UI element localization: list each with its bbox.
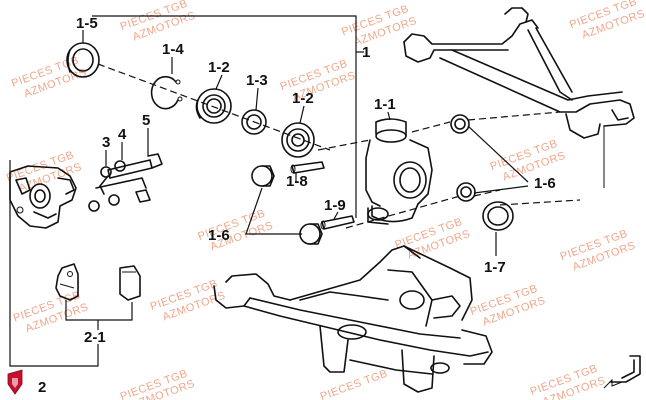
callout-2-1: 2-1 [84, 329, 106, 346]
azmotors-logo [7, 369, 23, 395]
callout-1-5: 1-5 [76, 15, 98, 32]
callout-1-3: 1-3 [246, 72, 268, 89]
callout-3: 3 [102, 134, 110, 151]
assembly-axis-upper [97, 63, 331, 151]
seal-1-6-upper [450, 114, 470, 134]
assembly-2-bracket [9, 160, 99, 367]
assembly-1-bracket [92, 15, 364, 218]
callout-1-2-center: 1-2 [292, 90, 314, 107]
circlip-1-4 [150, 75, 183, 110]
callout-2: 2 [38, 379, 46, 396]
seal-1-7 [482, 201, 514, 231]
front-direction-arrow-icon [603, 355, 641, 389]
spring-washer-4 [108, 160, 126, 206]
assembly-axis-mid [317, 139, 371, 151]
callout-1-9: 1-9 [324, 197, 346, 214]
callout-1-6-left: 1-6 [208, 227, 230, 244]
knuckle-1-1 [365, 118, 433, 225]
callout-1-4: 1-4 [162, 41, 184, 58]
bushing-1-6-upper [251, 165, 275, 187]
brake-pad-right [119, 265, 141, 301]
callout-1-2-left: 1-2 [208, 59, 230, 76]
bearing-1-2-left [195, 88, 232, 124]
bushing-1-6-lower [299, 223, 323, 245]
assembly-axis-bottom-right [499, 199, 581, 206]
seal-1-6-lower [456, 182, 476, 202]
callout-5: 5 [142, 112, 150, 129]
washer-3 [88, 166, 112, 212]
callout-1-1: 1-1 [374, 96, 396, 113]
callout-1: 1 [362, 44, 370, 61]
brake-pad-left [55, 263, 79, 301]
brake-caliper [9, 165, 77, 229]
seal-ring-1-3 [241, 109, 267, 135]
callout-1-6-right: 1-6 [534, 175, 556, 192]
assembly-axis-lower [345, 195, 461, 229]
shaft-1-9 [320, 215, 355, 230]
callout-4: 4 [118, 126, 127, 143]
lower-swing-arm [213, 245, 493, 393]
upper-swing-arm [403, 7, 635, 188]
callout-labels: 1 1-5 1-4 1-2 1-3 1-2 1-1 3 4 5 1-8 1-9 … [38, 15, 556, 396]
assembly-axis-right [411, 121, 451, 133]
shaft-1-8 [290, 161, 325, 174]
callout-1-7: 1-7 [484, 259, 506, 276]
bearing-1-2-center [281, 122, 315, 158]
callout-1-8: 1-8 [286, 173, 308, 190]
assembly-axis-lower-right [473, 189, 501, 197]
assembly-axis-top-right [467, 111, 561, 121]
